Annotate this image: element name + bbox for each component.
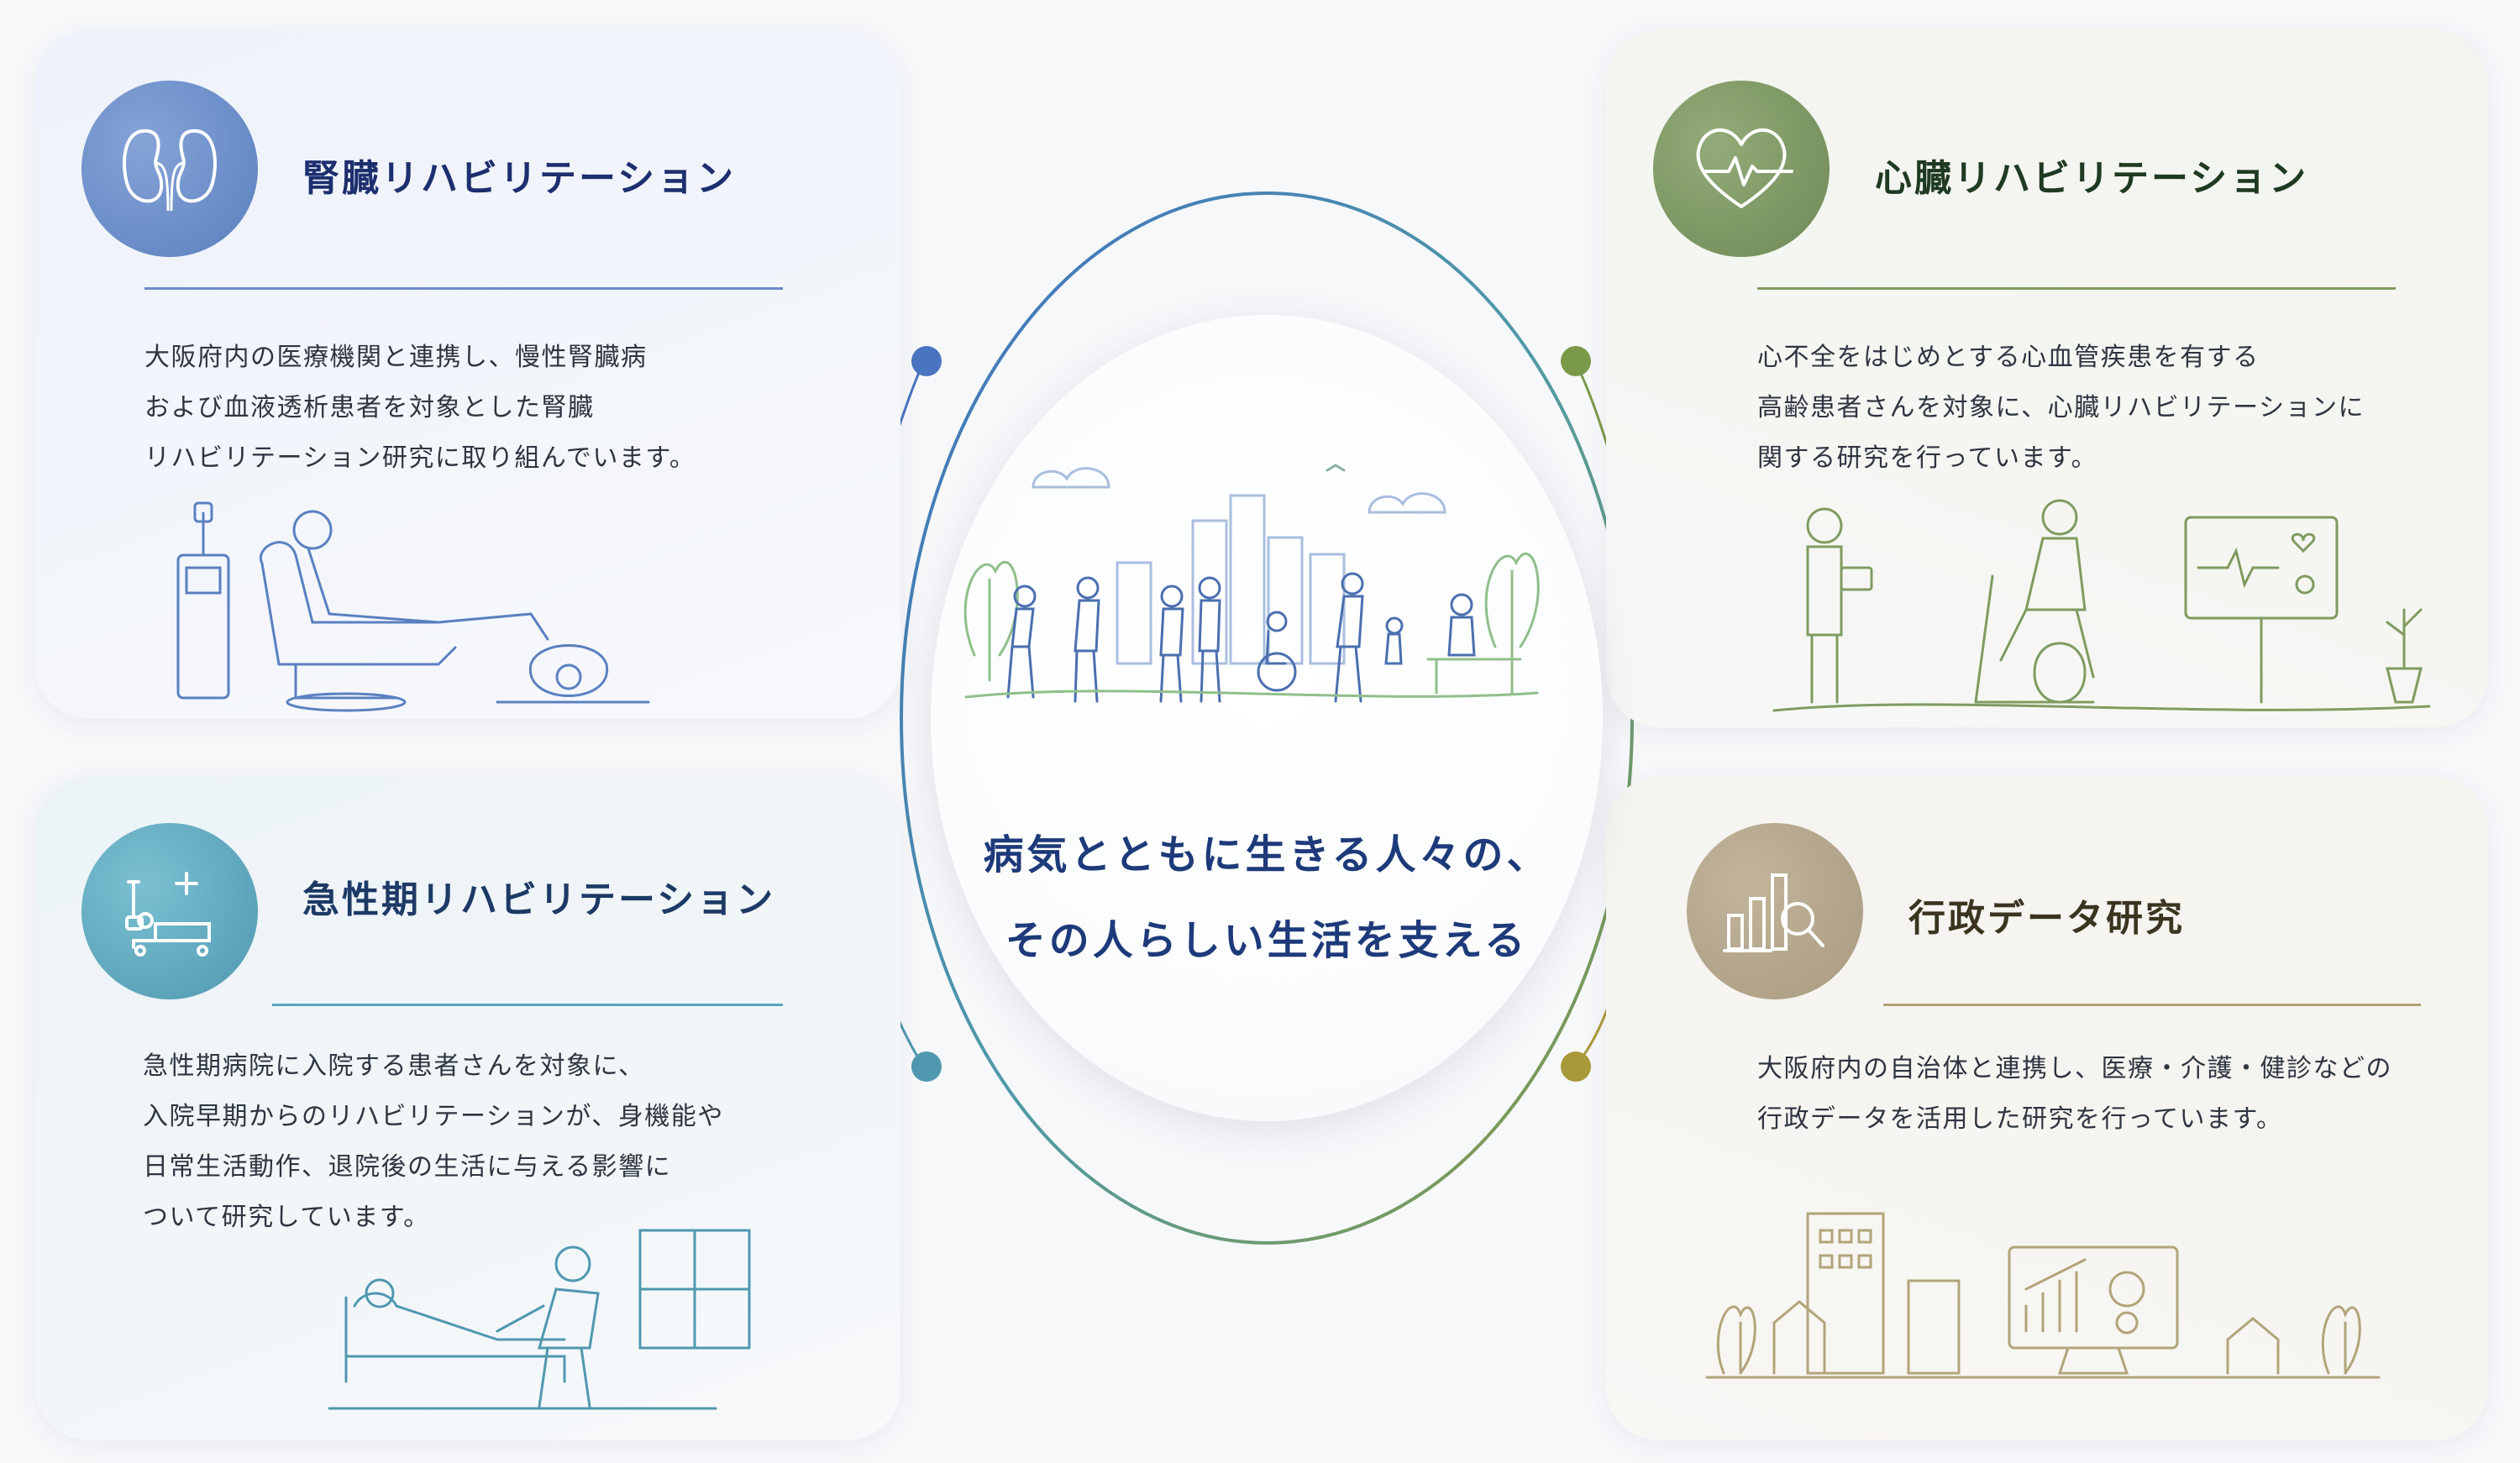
- cardiac-title: 心臓リハビリテーション: [1875, 157, 2309, 200]
- admin-description: 大阪府内の自治体と連携し、医療・介護・健診などの 行政データを活用した研究を行っ…: [1757, 1054, 2392, 1134]
- bar-chart-magnifier-icon: [1723, 873, 1824, 952]
- renal-icon-circle: [81, 81, 258, 257]
- cardiac-connector-dot: [1561, 346, 1591, 376]
- acute-description: 急性期病院に入院する患者さんを対象に、 入院早期からのリハビリテーションが、身機…: [143, 1051, 724, 1232]
- renal-connector-dot: [911, 346, 942, 376]
- card-acute-rehab[interactable]: 急性期リハビリテーション 急性期病院に入院する患者さんを対象に、 入院早期からの…: [35, 777, 900, 1440]
- acute-icon-circle: [81, 823, 258, 999]
- renal-description: 大阪府内の医療機関と連携し、慢性腎臓病 および血液透析患者を対象とした腎臓 リハ…: [144, 343, 696, 473]
- admin-connector-dot: [1561, 1051, 1591, 1082]
- acute-connector-dot: [911, 1051, 942, 1082]
- renal-divider: [144, 287, 783, 290]
- center-hub: [931, 315, 1603, 1121]
- heart-pulse-icon: [1696, 128, 1793, 208]
- kidney-icon: [123, 128, 217, 212]
- card-cardiac-rehab[interactable]: 心臓リハビリテーション 心不全をはじめとする心血管疾患を有する 高齢患者さんを対…: [1606, 30, 2488, 727]
- cardiac-divider: [1757, 287, 2396, 290]
- cardiac-icon-circle: [1653, 81, 1830, 257]
- renal-title: 腎臓リハビリテーション: [302, 157, 737, 200]
- card-admin-data-research[interactable]: 行政データ研究 大阪府内の自治体と連携し、医療・介護・健診などの 行政データを活…: [1606, 777, 2488, 1440]
- admin-divider: [1883, 1004, 2421, 1006]
- card-renal-rehab[interactable]: 腎臓リハビリテーション 大阪府内の医療機関と連携し、慢性腎臓病 および血液透析患…: [35, 30, 900, 719]
- center-message-line2: その人らしい生活を支える: [1005, 917, 1529, 964]
- admin-icon-circle: [1687, 823, 1863, 999]
- community-illustration: [963, 464, 1540, 703]
- admin-title: 行政データ研究: [1908, 897, 2185, 940]
- bedside-care-illustration: [328, 1229, 751, 1410]
- cardiac-description: 心不全をはじめとする心血管疾患を有する 高齢患者さんを対象に、心臓リハビリテーシ…: [1757, 343, 2365, 473]
- city-data-illustration: [1705, 1212, 2381, 1379]
- acute-title: 急性期リハビリテーション: [302, 878, 776, 921]
- center-message-line1: 病気とともに生きる人々の、: [983, 831, 1551, 878]
- dialysis-patient-illustration: [176, 501, 650, 712]
- hospital-bed-icon: [125, 872, 211, 957]
- acute-divider: [272, 1004, 783, 1006]
- exercise-bike-illustration: [1772, 499, 2431, 712]
